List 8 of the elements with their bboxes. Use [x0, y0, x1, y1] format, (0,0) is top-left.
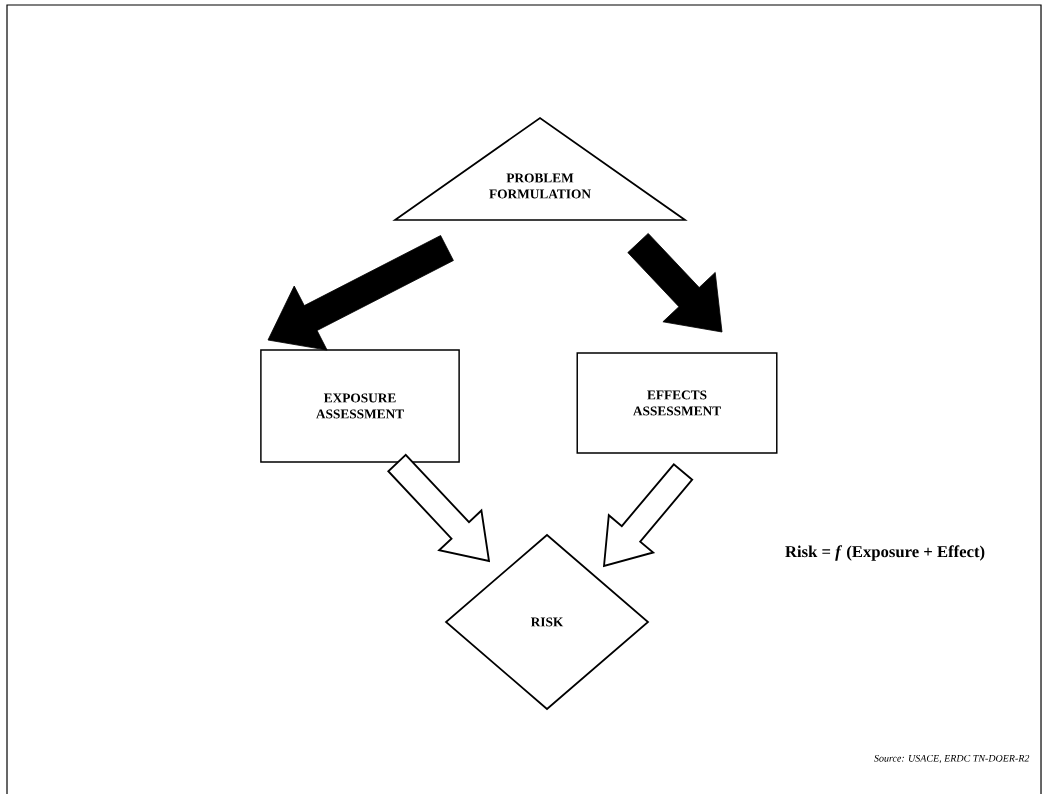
- process-box: EFFECTS ASSESSMENT: [576, 352, 778, 454]
- source-note: Source: USACE, ERDC TN-DOER-R2: [874, 754, 1030, 764]
- block-arrow: [387, 453, 491, 563]
- formula-text: Risk = f (Exposure + Effect): [785, 545, 985, 561]
- block-arrow: [627, 233, 723, 333]
- process-box: EXPOSURE ASSESSMENT: [260, 349, 460, 463]
- block-arrow: [267, 235, 454, 351]
- block-arrow: [602, 463, 694, 568]
